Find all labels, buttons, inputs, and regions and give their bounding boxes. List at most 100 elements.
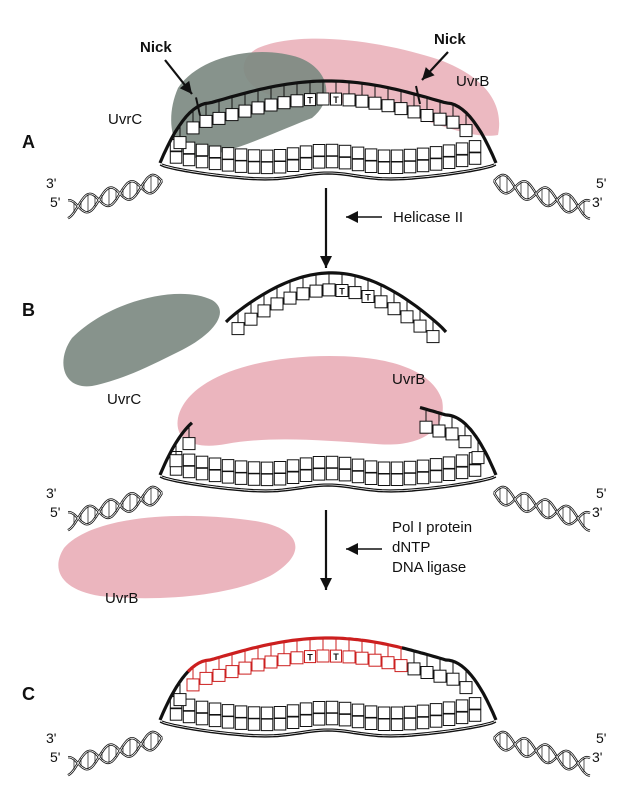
step1-label: Helicase II	[393, 209, 463, 226]
base-box	[225, 108, 239, 122]
thymine-box	[361, 290, 375, 303]
process-arrow-1-head	[320, 256, 332, 268]
base-box	[195, 467, 209, 481]
base-box	[377, 161, 391, 174]
base-box	[208, 702, 222, 715]
base-box	[316, 649, 330, 663]
base-box	[260, 461, 274, 475]
base-box	[286, 459, 300, 472]
nick-mark-left	[195, 97, 201, 116]
base-box	[296, 287, 310, 301]
base-box	[364, 472, 378, 485]
end-label-a-left-5: 5'	[50, 194, 60, 210]
base-box	[221, 159, 235, 172]
base-box	[273, 473, 287, 486]
base-box	[182, 465, 196, 479]
base-box	[195, 700, 209, 714]
base-box	[351, 470, 365, 484]
panel-label-b: B	[22, 300, 35, 320]
base-box	[186, 121, 200, 135]
base-box	[169, 454, 183, 468]
base-box	[312, 468, 326, 481]
end-label-b-right-3: 3'	[592, 504, 602, 520]
base-box	[312, 144, 326, 157]
base-box	[459, 681, 473, 695]
base-box	[312, 713, 326, 726]
uvrc-label-b: UvrC	[107, 391, 141, 408]
base-box	[234, 717, 248, 730]
base-box	[186, 678, 200, 692]
base-box	[416, 704, 430, 718]
base-box	[199, 671, 213, 685]
thymine-label: T	[365, 293, 371, 303]
base-box	[273, 461, 287, 474]
base-box	[458, 435, 472, 449]
top-strand-right	[401, 646, 498, 721]
base-box	[273, 718, 287, 731]
uvrc-label-a: UvrC	[108, 111, 142, 128]
base-box	[446, 672, 460, 686]
base-box	[264, 98, 278, 112]
base-box	[338, 713, 352, 727]
annotation-layer	[164, 51, 449, 590]
base-box	[208, 457, 222, 470]
base-box	[351, 146, 365, 160]
base-box	[244, 312, 258, 326]
base-box	[390, 149, 404, 162]
nick-arrow-right-head	[422, 67, 435, 80]
base-box	[316, 92, 330, 106]
base-box	[286, 471, 300, 484]
base-box	[429, 470, 443, 483]
base-box	[433, 112, 447, 126]
base-box	[299, 714, 313, 727]
base-box	[212, 668, 226, 682]
uvrb-label-b: UvrB	[392, 371, 425, 388]
base-box	[429, 146, 443, 159]
base-box	[368, 653, 382, 667]
base-box	[403, 460, 417, 474]
step2-label-ligase: DNA ligase	[392, 559, 466, 576]
base-box	[221, 471, 235, 484]
base-box	[290, 94, 304, 108]
uvrb-protein-b	[177, 356, 443, 446]
base-box	[312, 456, 326, 469]
base-box	[351, 703, 365, 717]
base-box	[390, 461, 404, 474]
base-box	[277, 653, 291, 667]
base-box	[368, 96, 382, 110]
base-box	[338, 468, 352, 482]
base-box	[442, 701, 456, 714]
base-box	[299, 457, 313, 470]
base-box	[273, 149, 287, 162]
thymine-box	[330, 92, 342, 106]
base-box	[429, 715, 443, 728]
base-box	[290, 651, 304, 665]
nick-mark-right	[415, 85, 421, 105]
base-box	[468, 697, 482, 710]
base-box	[260, 149, 274, 163]
base-box	[400, 310, 414, 324]
base-box	[416, 159, 430, 173]
panel-label-a: A	[22, 132, 35, 152]
nick-label-left: Nick	[140, 39, 172, 56]
base-box	[338, 156, 352, 170]
base-box	[195, 712, 209, 726]
base-box	[429, 703, 443, 716]
base-box	[455, 142, 469, 155]
base-box	[221, 147, 235, 160]
base-box	[364, 717, 378, 730]
bottom-strand-outer	[159, 721, 497, 738]
base-box	[231, 322, 245, 336]
base-box	[260, 718, 274, 732]
uvrb-protein-released	[58, 515, 296, 599]
base-box	[419, 420, 433, 434]
base-box	[387, 302, 401, 316]
base-box	[355, 651, 369, 665]
helix-highlight	[67, 492, 163, 531]
base-box	[286, 716, 300, 729]
protein-layer	[58, 38, 500, 599]
base-box	[403, 705, 417, 719]
base-box	[234, 472, 248, 485]
base-box	[338, 456, 352, 470]
